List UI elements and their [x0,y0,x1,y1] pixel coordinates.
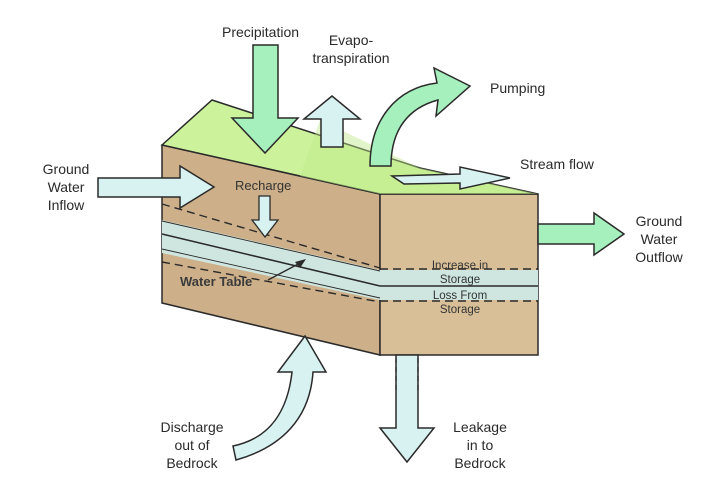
label-gw-outflow-line2: Water [640,231,678,247]
label-evapotranspiration-line2: transpiration [312,50,390,66]
label-discharge: Discharge out of Bedrock [150,418,234,472]
label-loss-storage-line2: Storage [439,304,481,316]
outflow-arrow [537,211,626,257]
label-water-table: Water Table [180,274,253,289]
storage-band-side [380,270,538,300]
label-precipitation: Precipitation [222,24,300,40]
precipitation-arrow [230,44,300,155]
label-recharge: Recharge [235,178,292,193]
water-table-line-front [161,233,381,287]
label-discharge-line2: out of [174,437,210,453]
label-increase-storage: Increase in Storage [410,259,510,287]
ground-surface-shade [300,120,538,194]
label-gw-outflow-line3: Outflow [635,249,683,265]
label-evapotranspiration-line1: Evapo- [328,32,374,48]
label-discharge-line1: Discharge [160,419,224,435]
band-edge-bottom-front [161,248,381,299]
label-gw-outflow-line1: Ground [635,213,683,229]
leakage-arrow [378,354,436,464]
label-gw-outflow: Ground Water Outflow [624,212,694,266]
label-evapotranspiration: Evapo- transpiration [301,31,401,67]
label-leakage-line3: Bedrock [454,455,506,471]
pumping-arrow [369,66,472,167]
label-discharge-line3: Bedrock [166,455,218,471]
label-gw-inflow: Ground Water Inflow [34,160,98,214]
label-gw-inflow-line2: Water [47,179,85,195]
label-leakage-line1: Leakage [453,419,507,435]
band-edge-top-front [161,220,381,272]
label-leakage-line2: in to [466,437,494,453]
discharge-arrow [232,334,328,461]
recharge-arrow [250,195,280,239]
label-increase-storage-line1: Increase in [431,260,489,272]
label-stream-flow: Stream flow [520,156,594,172]
stream-flow-arrow [389,166,511,190]
water-table-pointer-head [295,259,306,268]
water-table-pointer [267,261,303,281]
evapotranspiration-arrow [301,95,363,148]
label-gw-inflow-line3: Inflow [47,197,85,213]
inflow-arrow [97,164,216,210]
label-leakage: Leakage in to Bedrock [440,418,520,472]
label-loss-storage: Loss From Storage [410,289,510,317]
label-gw-inflow-line1: Ground [42,161,90,177]
label-increase-storage-line2: Storage [439,274,481,286]
label-pumping: Pumping [490,80,546,96]
label-loss-storage-line1: Loss From [432,290,488,302]
storage-bottom-line-front [161,261,381,303]
storage-top-line-front [161,203,381,269]
